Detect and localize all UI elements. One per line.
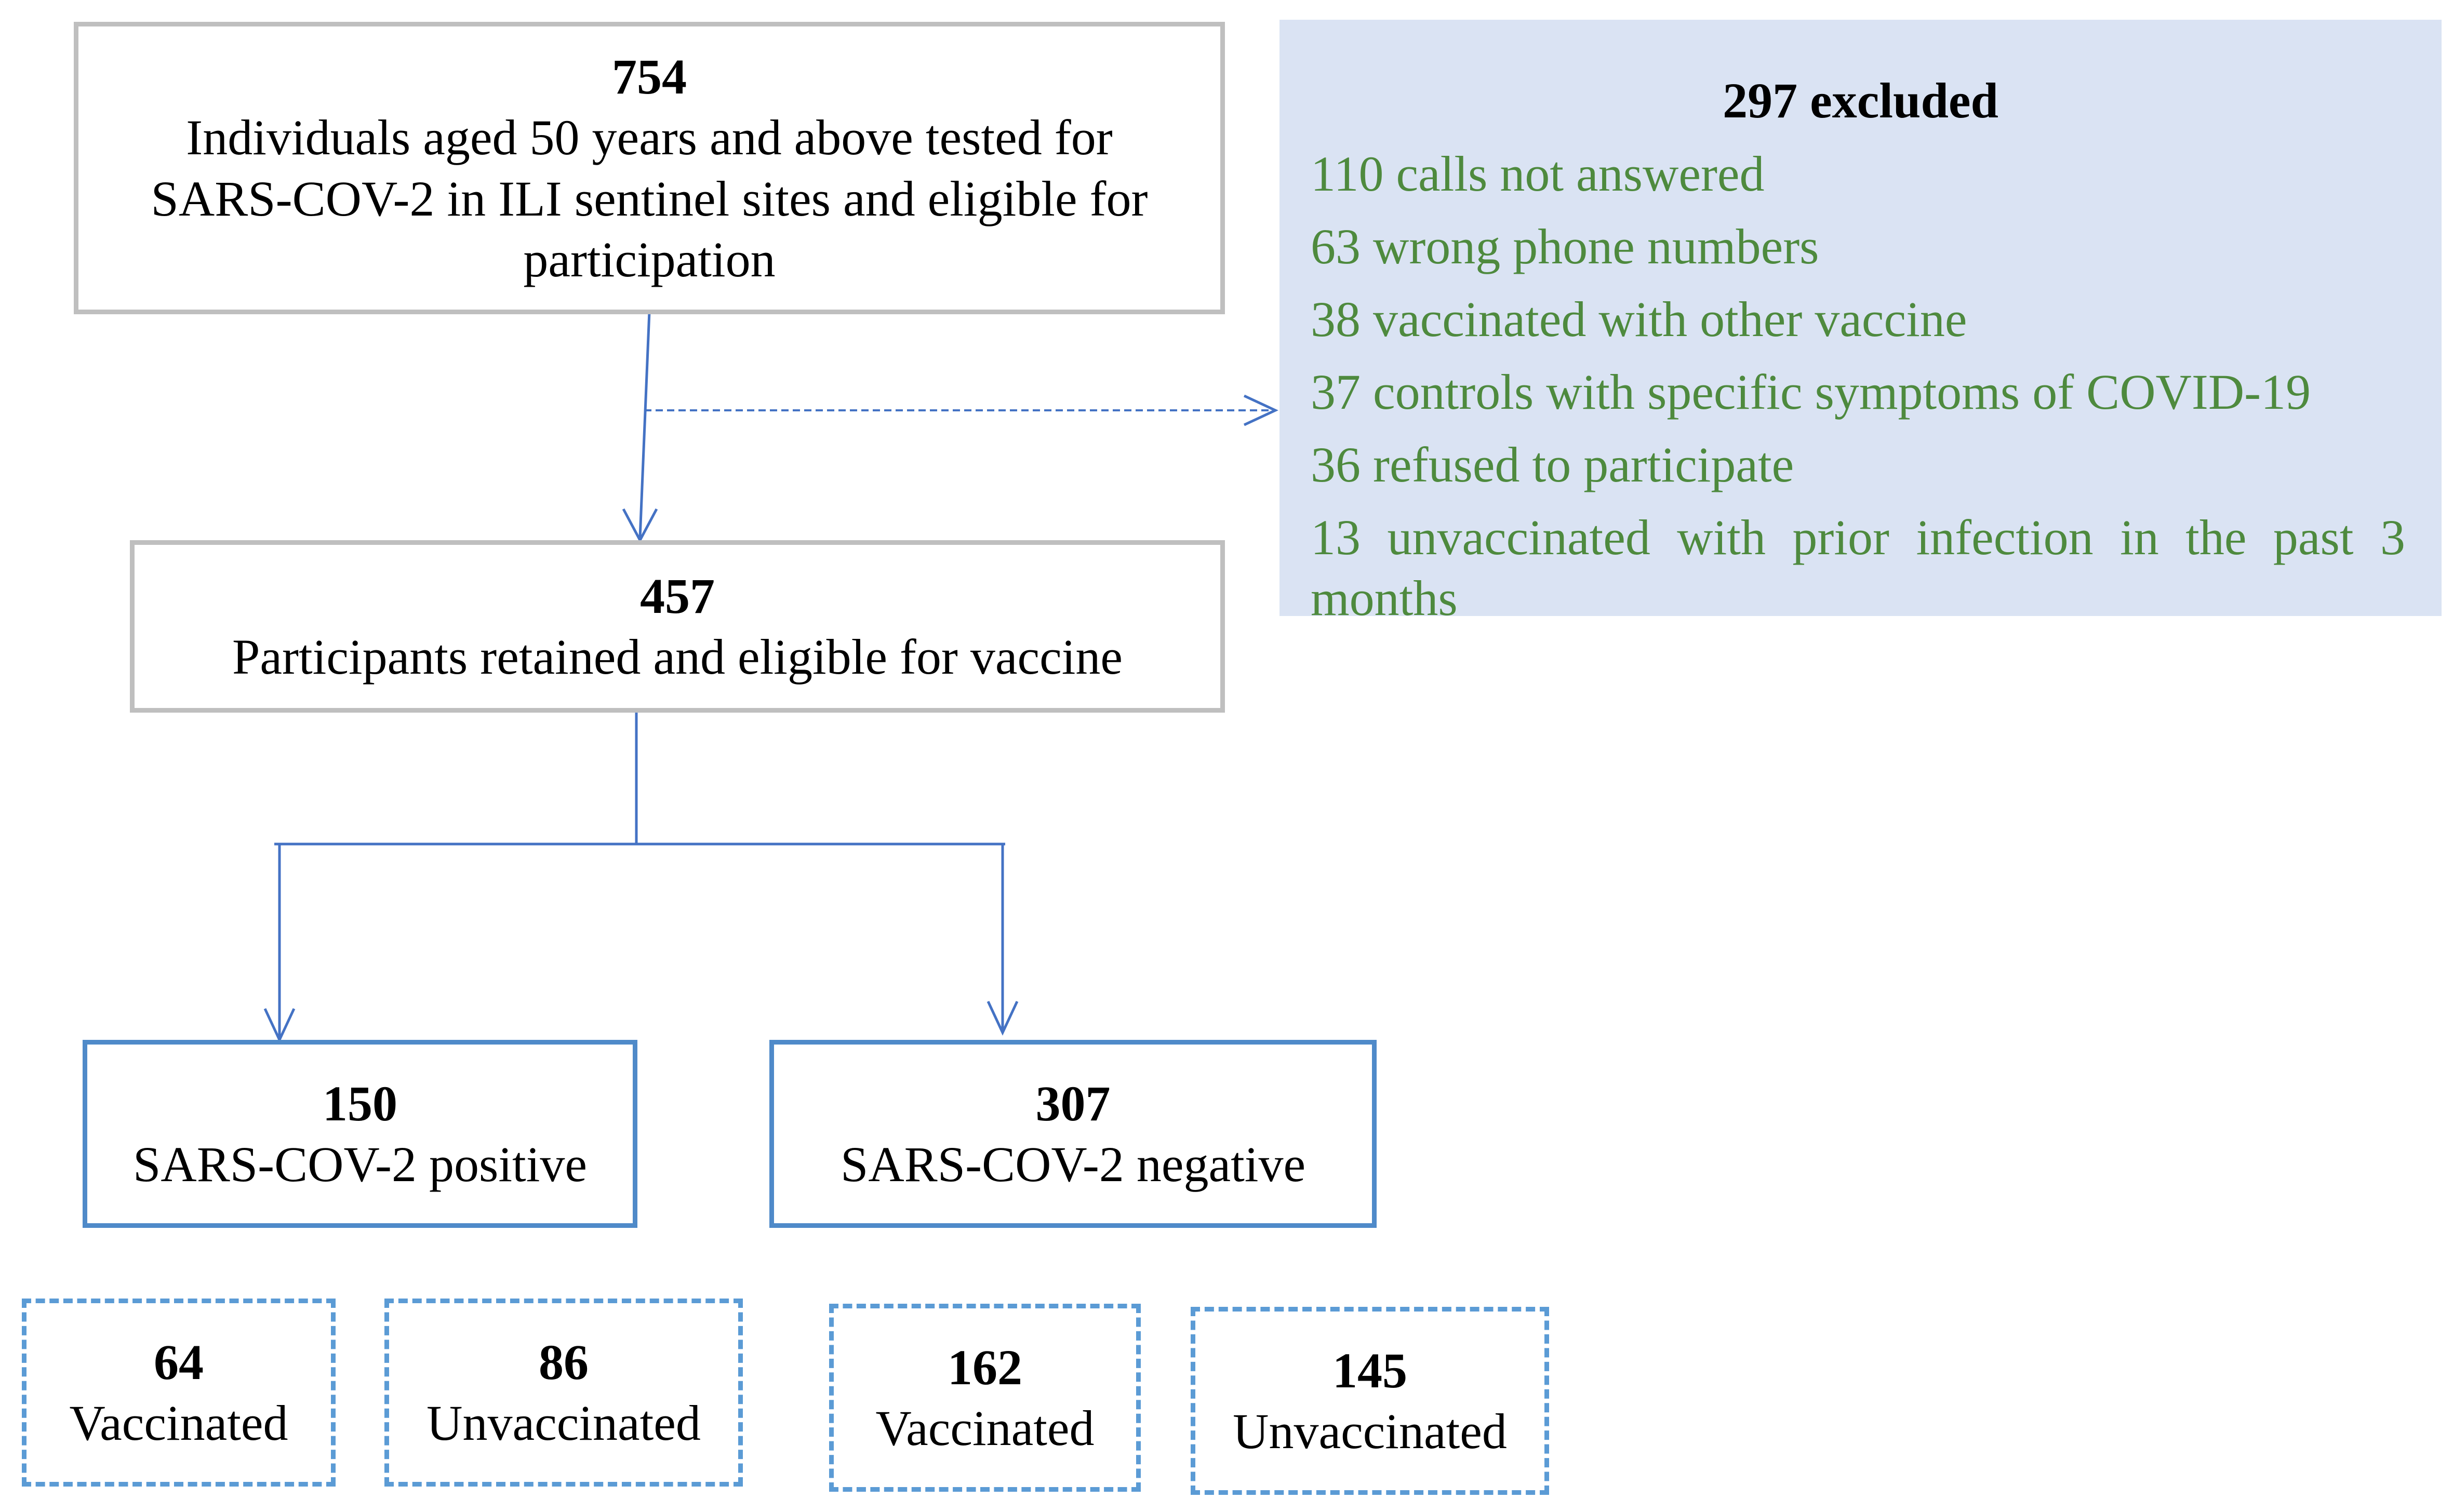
excluded-item: 63 wrong phone numbers <box>1311 219 1819 274</box>
positive-vaccinated-box: 64 Vaccinated <box>22 1299 336 1487</box>
positive-unvaccinated-box: 86 Unvaccinated <box>384 1299 743 1487</box>
excluded-item: 37 controls with specific symptoms of CO… <box>1311 364 2311 420</box>
negative-box: 307 SARS-COV-2 negative <box>769 1040 1377 1228</box>
negative-unvaccinated-box: 145 Unvaccinated <box>1191 1307 1549 1495</box>
subgroup-count: 162 <box>948 1339 1022 1395</box>
enrolled-count: 754 <box>612 49 687 105</box>
negative-description: SARS-COV-2 negative <box>840 1136 1306 1192</box>
subgroup-count: 145 <box>1332 1342 1407 1398</box>
excluded-panel: 297 excluded 110 calls not answered 63 w… <box>1279 20 2442 626</box>
excluded-item: 38 vaccinated with other vaccine <box>1311 291 1967 347</box>
subgroup-label: Unvaccinated <box>426 1395 701 1451</box>
positive-description: SARS-COV-2 positive <box>133 1136 587 1192</box>
excluded-item: 110 calls not answered <box>1311 146 1765 202</box>
negative-vaccinated-box: 162 Vaccinated <box>829 1304 1141 1492</box>
retained-box: 457 Participants retained and eligible f… <box>130 540 1225 713</box>
subgroup-label: Vaccinated <box>875 1400 1095 1456</box>
positive-count: 150 <box>323 1075 397 1131</box>
retained-count: 457 <box>640 568 715 624</box>
subgroup-label: Vaccinated <box>69 1395 288 1451</box>
excluded-title: 297 excluded <box>1723 73 1998 128</box>
retained-description: Participants retained and eligible for v… <box>232 629 1123 685</box>
arrow-to-retained <box>638 311 651 538</box>
subgroup-label: Unvaccinated <box>1233 1403 1507 1459</box>
subgroup-count: 86 <box>539 1334 589 1390</box>
excluded-item: 36 refused to participate <box>1311 437 1794 492</box>
enrolled-box: 754 Individuals aged 50 years and above … <box>74 22 1225 314</box>
enrolled-description: Individuals aged 50 years and above test… <box>151 110 1148 287</box>
negative-count: 307 <box>1035 1075 1111 1131</box>
positive-box: 150 SARS-COV-2 positive <box>83 1040 637 1228</box>
excluded-item: 13 unvaccinated with prior infection in … <box>1311 510 2405 626</box>
subgroup-count: 64 <box>154 1334 204 1390</box>
